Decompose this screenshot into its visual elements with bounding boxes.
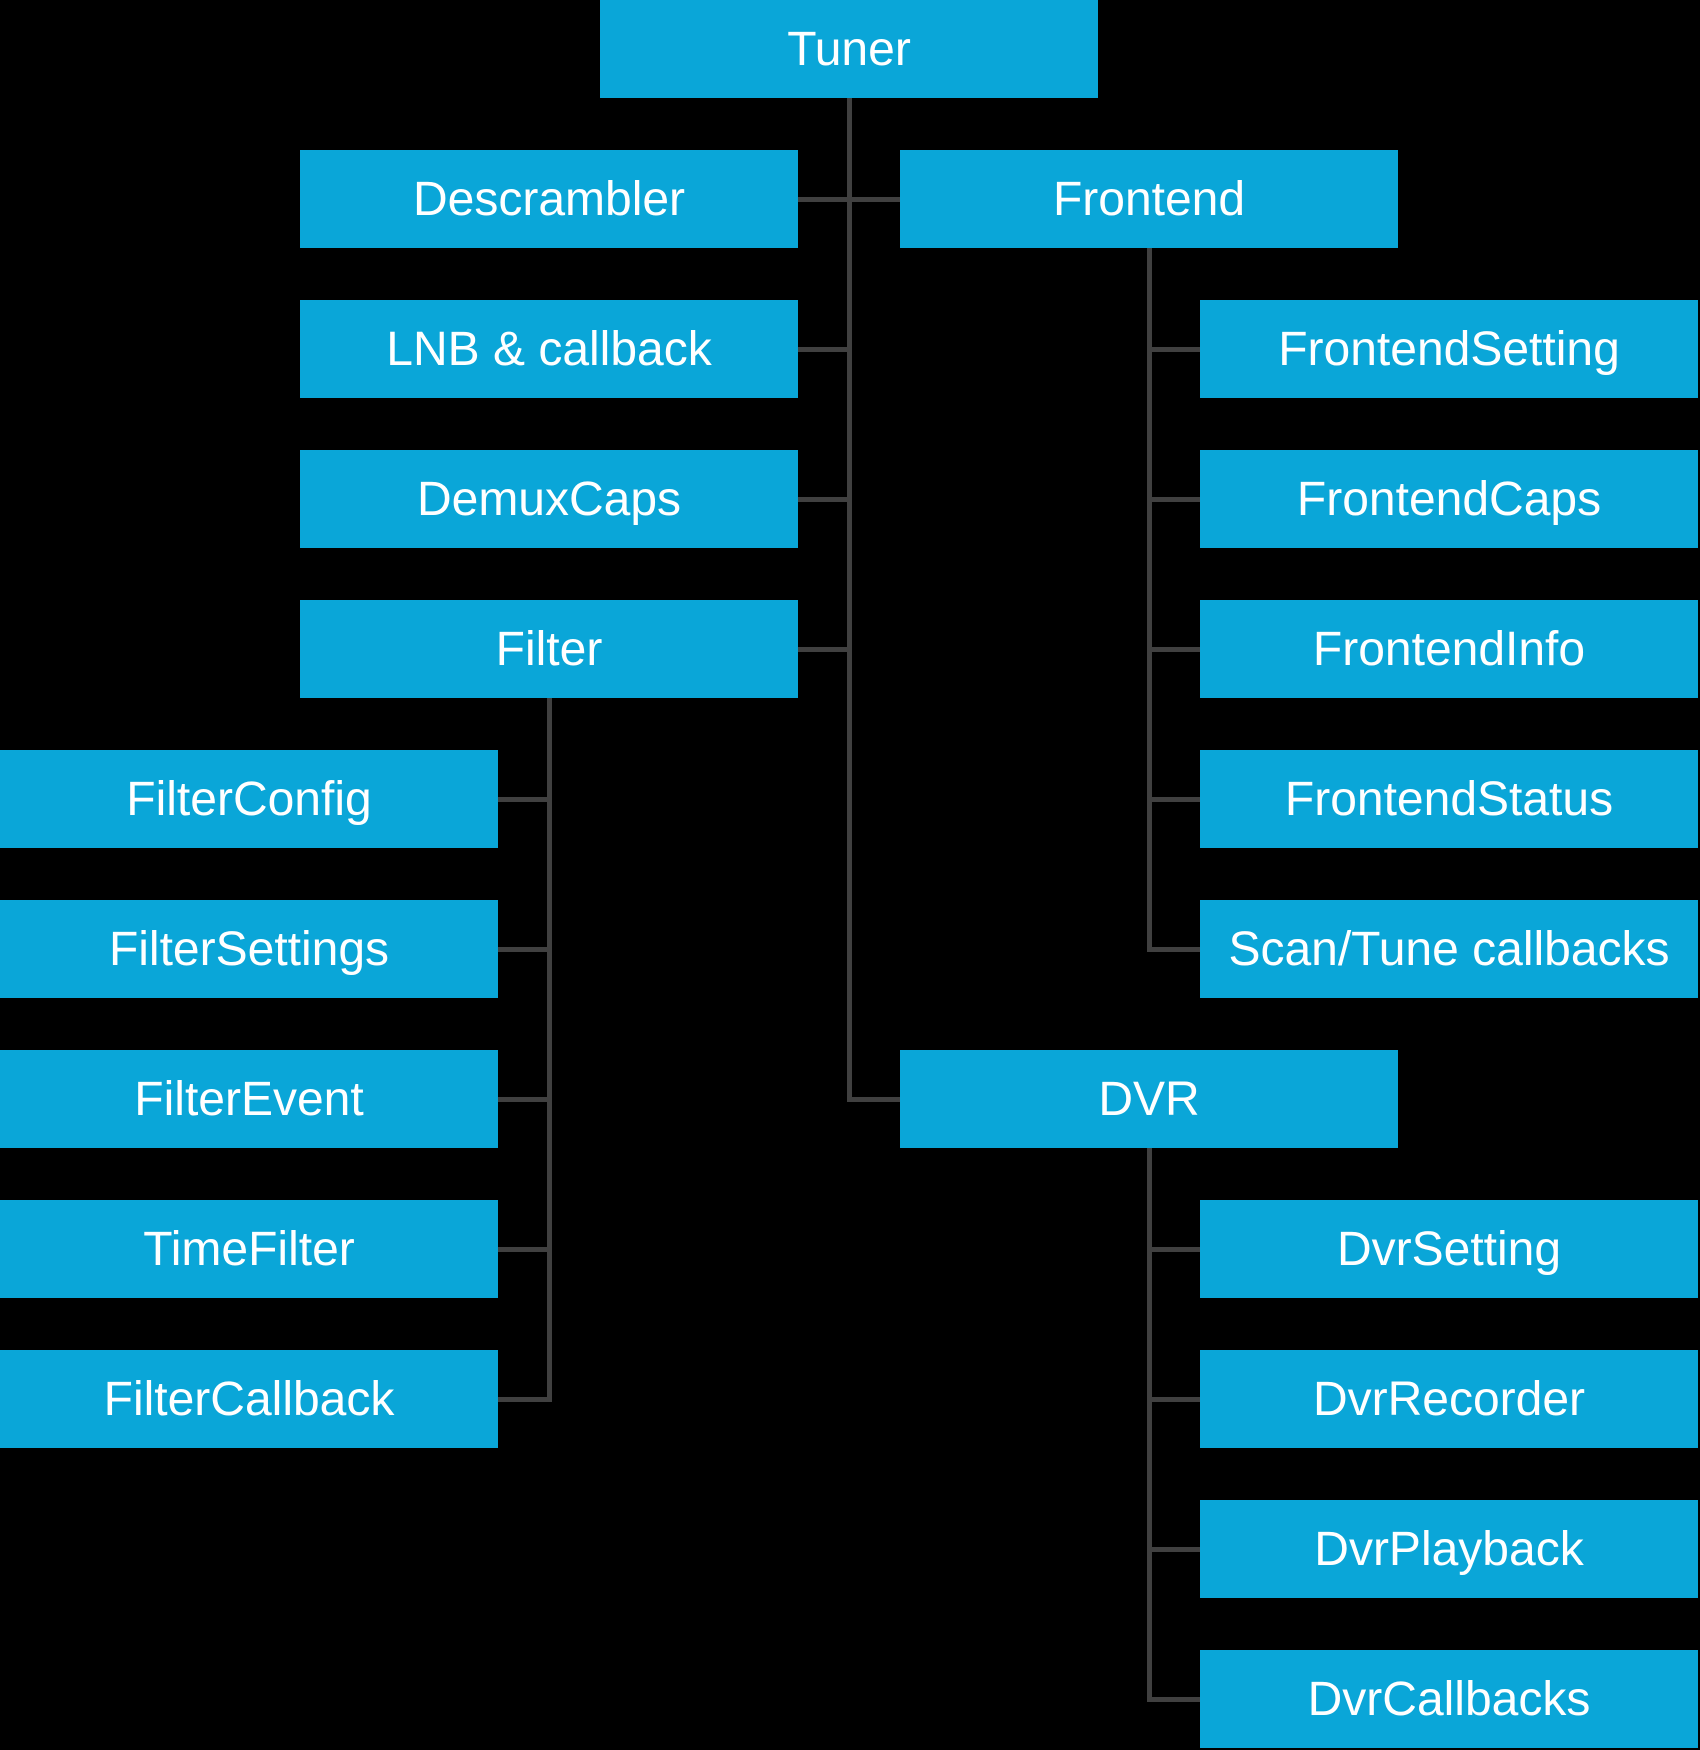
connector-lnb-callback-stub [798, 347, 850, 352]
connector-dvr-trunk [1147, 1148, 1152, 1702]
node-scan-tune-callbacks: Scan/Tune callbacks [1200, 900, 1698, 998]
connector-scan-tune-elbow [1147, 947, 1200, 952]
node-frontend-status: FrontendStatus [1200, 750, 1698, 848]
connector-filter-callback-elbow [498, 1397, 550, 1402]
node-filter-event: FilterEvent [0, 1050, 498, 1148]
node-dvr-callbacks: DvrCallbacks [1200, 1650, 1698, 1748]
connector-filter-config-stub [498, 797, 550, 802]
node-filter-callback: FilterCallback [0, 1350, 498, 1448]
connector-filter-trunk [547, 698, 552, 1402]
connector-frontend-status-stub [1147, 797, 1200, 802]
node-filter-config: FilterConfig [0, 750, 498, 848]
node-frontend-setting: FrontendSetting [1200, 300, 1698, 398]
node-filter: Filter [300, 600, 798, 698]
node-descrambler: Descrambler [300, 150, 798, 248]
node-filter-settings: FilterSettings [0, 900, 498, 998]
connector-descrambler-frontend [798, 197, 900, 202]
node-dvr-setting: DvrSetting [1200, 1200, 1698, 1298]
connector-time-filter-stub [498, 1247, 550, 1252]
connector-filter-stub [798, 647, 850, 652]
node-tuner: Tuner [600, 0, 1098, 98]
connector-tuner-trunk [847, 98, 852, 1102]
connector-dvr-callbacks-elbow [1147, 1697, 1200, 1702]
connector-frontend-trunk [1147, 248, 1152, 952]
node-frontend-info: FrontendInfo [1200, 600, 1698, 698]
connector-frontend-caps-stub [1147, 497, 1200, 502]
node-time-filter: TimeFilter [0, 1200, 498, 1298]
connector-dvr-elbow [847, 1097, 900, 1102]
node-dvr: DVR [900, 1050, 1398, 1148]
connector-filter-event-stub [498, 1097, 550, 1102]
node-demux-caps: DemuxCaps [300, 450, 798, 548]
connector-dvr-playback-stub [1147, 1547, 1200, 1552]
connector-dvr-setting-stub [1147, 1247, 1200, 1252]
connector-dvr-recorder-stub [1147, 1397, 1200, 1402]
node-dvr-recorder: DvrRecorder [1200, 1350, 1698, 1448]
node-lnb-callback: LNB & callback [300, 300, 798, 398]
node-frontend: Frontend [900, 150, 1398, 248]
node-frontend-caps: FrontendCaps [1200, 450, 1698, 548]
connector-filter-settings-stub [498, 947, 550, 952]
node-dvr-playback: DvrPlayback [1200, 1500, 1698, 1598]
connector-frontend-info-stub [1147, 647, 1200, 652]
connector-demux-caps-stub [798, 497, 850, 502]
connector-frontend-setting-stub [1147, 347, 1200, 352]
